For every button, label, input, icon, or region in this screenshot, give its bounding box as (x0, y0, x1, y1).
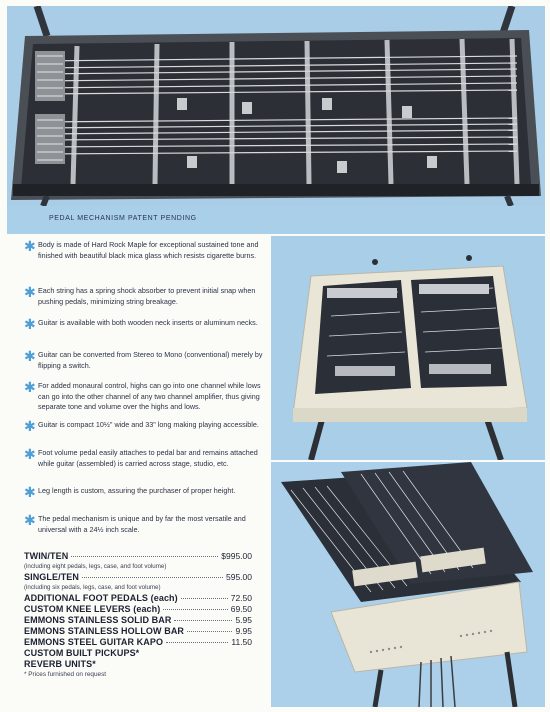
price-row: EMMONS STAINLESS SOLID BAR 5.95 (24, 615, 252, 626)
asterisk-bullet-icon: ✱ (24, 513, 36, 529)
photo-caption: PEDAL MECHANISM PATENT PENDING (49, 215, 197, 222)
feature-text: Guitar can be converted from Stereo to M… (38, 350, 263, 370)
asterisk-bullet-icon: ✱ (24, 419, 36, 435)
feature-item: ✱ Guitar is compact 10½" wide and 33" lo… (24, 419, 264, 435)
leader-dots (163, 609, 228, 610)
feature-text: The pedal mechanism is unique and by far… (38, 514, 246, 534)
product-price: 9.95 (235, 626, 252, 636)
product-name: EMMONS STAINLESS SOLID BAR (24, 615, 172, 625)
asterisk-bullet-icon: ✱ (24, 317, 36, 333)
feature-text: Each string has a spring shock absorber … (38, 286, 256, 306)
feature-item: ✱ For added monaural control, highs can … (24, 381, 264, 413)
guitar-top-photo-panel (271, 236, 545, 461)
feature-text: Guitar is available with both wooden nec… (38, 318, 258, 327)
price-row: TWIN/TEN $995.00 (24, 551, 252, 562)
feature-text: Foot volume pedal easily attaches to ped… (38, 448, 258, 468)
product-note: (including eight pedals, legs, case, and… (24, 563, 167, 570)
leader-dots (174, 620, 233, 621)
feature-item: ✱ Guitar is available with both wooden n… (24, 317, 264, 333)
product-price: 72.50 (230, 593, 252, 603)
product-price: 5.95 (235, 615, 252, 625)
price-row: SINGLE/TEN 595.00 (24, 572, 252, 583)
product-name: SINGLE/TEN (24, 572, 80, 582)
product-name: EMMONS STAINLESS HOLLOW BAR (24, 626, 185, 636)
guitar-angle-photo (271, 462, 545, 708)
feature-item: ✱ Body is made of Hard Rock Maple for ex… (24, 240, 264, 261)
product-name: TWIN/TEN (24, 551, 69, 561)
feature-text: Guitar is compact 10½" wide and 33" long… (38, 420, 259, 429)
leader-dots (71, 556, 219, 557)
guitar-angle-photo-panel (271, 462, 545, 708)
product-name: CUSTOM BUILT PICKUPS* (24, 648, 140, 658)
product-price: 595.00 (226, 572, 252, 582)
feature-item: ✱ The pedal mechanism is unique and by f… (24, 514, 264, 535)
feature-text: Body is made of Hard Rock Maple for exce… (38, 240, 259, 260)
leader-dots (166, 642, 229, 643)
pedal-mechanism-photo-panel: PEDAL MECHANISM PATENT PENDING (7, 6, 545, 234)
product-name: ADDITIONAL FOOT PEDALS (each) (24, 593, 178, 603)
asterisk-bullet-icon: ✱ (24, 380, 36, 396)
asterisk-bullet-icon: ✱ (24, 349, 36, 365)
asterisk-bullet-icon: ✱ (24, 285, 36, 301)
price-row: EMMONS STEEL GUITAR KAPO 11.50 (24, 637, 252, 648)
pedal-mechanism-photo (7, 6, 545, 206)
price-row: CUSTOM BUILT PICKUPS* (24, 648, 252, 659)
product-name: CUSTOM KNEE LEVERS (each) (24, 604, 161, 614)
price-footnote: * Prices furnished on request (24, 671, 107, 678)
product-price: $995.00 (221, 551, 252, 561)
product-name: REVERB UNITS* (24, 659, 96, 669)
feature-item: ✱ Foot volume pedal easily attaches to p… (24, 448, 264, 469)
leader-dots (187, 631, 233, 632)
feature-item: ✱ Each string has a spring shock absorbe… (24, 286, 264, 307)
price-list: TWIN/TEN $995.00 (including eight pedals… (24, 551, 252, 679)
guitar-top-photo (271, 236, 545, 461)
price-row: REVERB UNITS* (24, 659, 252, 670)
feature-item: ✱ Guitar can be converted from Stereo to… (24, 350, 264, 371)
price-row: ADDITIONAL FOOT PEDALS (each) 72.50 (24, 593, 252, 604)
product-name: EMMONS STEEL GUITAR KAPO (24, 637, 164, 647)
leader-dots (180, 598, 228, 599)
price-row: EMMONS STAINLESS HOLLOW BAR 9.95 (24, 626, 252, 637)
feature-text: Leg length is custom, assuring the purch… (38, 486, 236, 495)
leader-dots (82, 577, 223, 578)
asterisk-bullet-icon: ✱ (24, 447, 36, 463)
feature-item: ✱ Leg length is custom, assuring the pur… (24, 485, 264, 501)
feature-text: For added monaural control, highs can go… (38, 381, 261, 411)
asterisk-bullet-icon: ✱ (24, 239, 36, 255)
asterisk-bullet-icon: ✱ (24, 485, 36, 501)
product-price: 69.50 (230, 604, 252, 614)
product-note: (including six pedals, legs, case, and f… (24, 584, 161, 591)
price-row: CUSTOM KNEE LEVERS (each) 69.50 (24, 604, 252, 615)
product-price: 11.50 (231, 637, 252, 647)
